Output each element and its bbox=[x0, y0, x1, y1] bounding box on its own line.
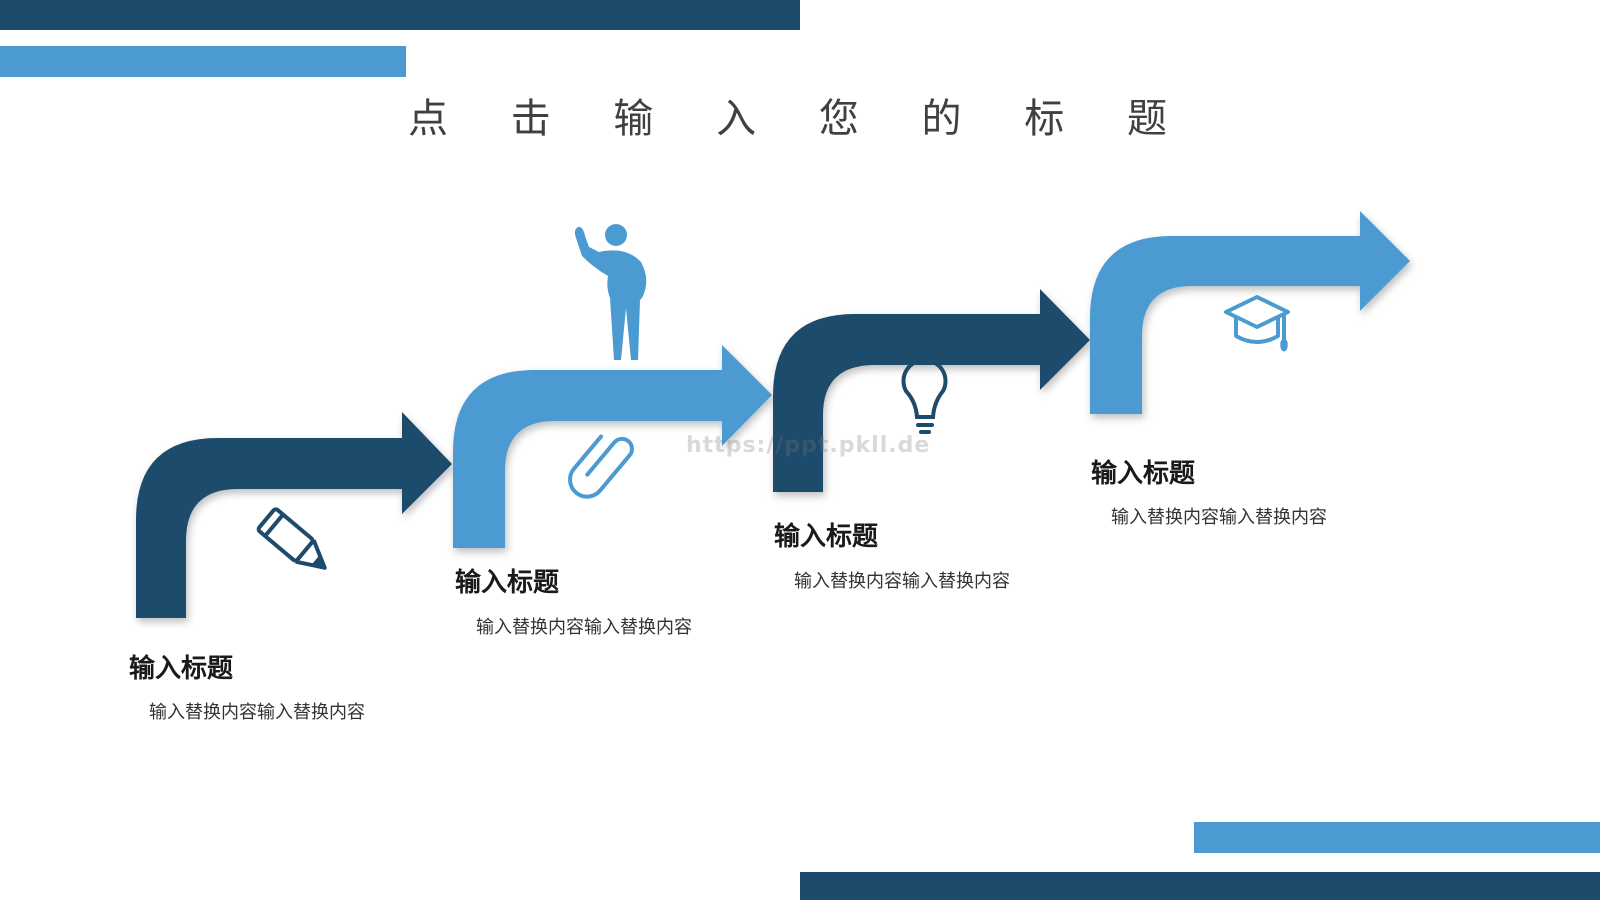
lightbulb-icon bbox=[901, 358, 948, 434]
paperclip-icon bbox=[568, 434, 634, 499]
step-title-2: 输入标题 bbox=[455, 568, 560, 598]
step-desc-1: 输入替换内容输入替换内容 bbox=[149, 702, 365, 723]
step-desc-2: 输入替换内容输入替换内容 bbox=[476, 617, 692, 638]
step-arrow-4 bbox=[1090, 211, 1410, 414]
step-title-1: 输入标题 bbox=[129, 654, 234, 684]
pencil-icon bbox=[256, 507, 327, 570]
watermark-text: https://ppt.pkll.de bbox=[686, 433, 931, 458]
graduation-cap-icon bbox=[1224, 295, 1290, 352]
step-arrow-3 bbox=[773, 289, 1090, 492]
step-arrow-2 bbox=[453, 345, 772, 548]
step-arrow-1 bbox=[136, 412, 452, 618]
step-title-3: 输入标题 bbox=[774, 522, 879, 552]
page-title: 点 击 输 入 您 的 标 题 bbox=[407, 96, 1192, 142]
person-icon bbox=[574, 224, 647, 360]
step-title-4: 输入标题 bbox=[1091, 459, 1196, 489]
step-desc-4: 输入替换内容输入替换内容 bbox=[1111, 507, 1327, 528]
top-light-bar bbox=[0, 46, 406, 77]
bottom-light-bar bbox=[1194, 822, 1600, 853]
bottom-dark-bar bbox=[800, 872, 1600, 900]
top-dark-bar bbox=[0, 0, 800, 30]
step-desc-3: 输入替换内容输入替换内容 bbox=[794, 571, 1010, 592]
